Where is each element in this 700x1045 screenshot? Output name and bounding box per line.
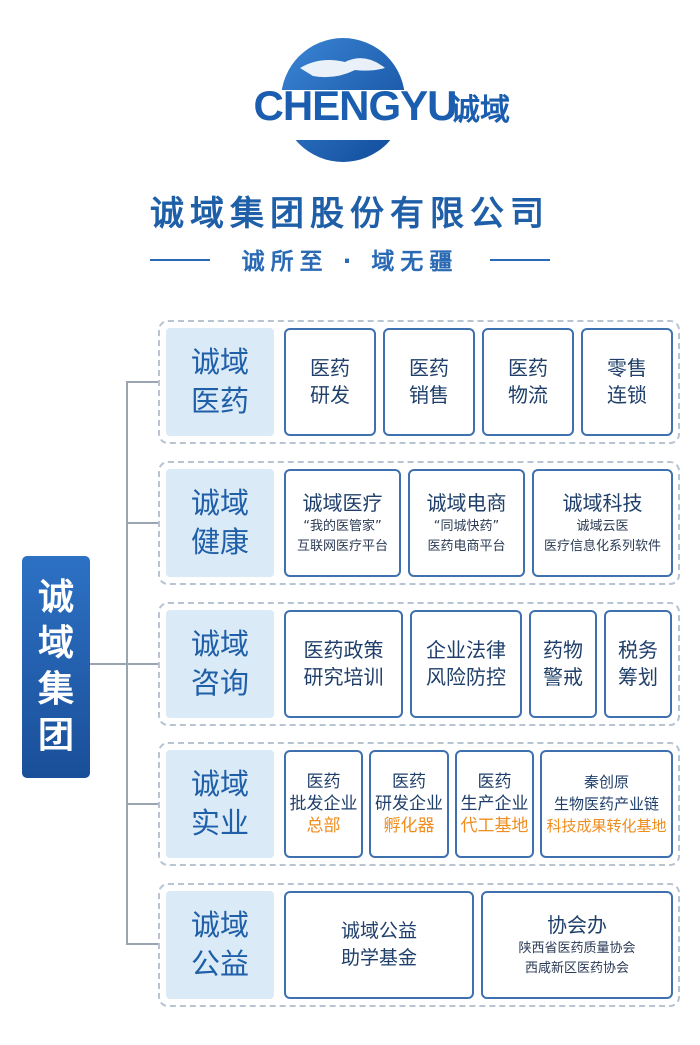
box-highlight: 科技成果转化基地 <box>546 817 667 835</box>
business-box: 医药 研发企业 孵化器 <box>369 750 449 858</box>
logo-chinese-text: 诚域 <box>450 93 510 128</box>
box-line: 风险防控 <box>426 665 506 689</box>
business-box: 税务 筹划 <box>604 610 672 718</box>
section-charity: 诚域 公益 诚域公益 助学基金 协会办 陕西省医药质量协会 西咸新区医药协会 <box>158 883 680 1007</box>
section-label-line: 健康 <box>190 525 249 559</box>
box-line: 企业法律 <box>426 638 506 662</box>
section-label-line: 公益 <box>190 947 249 981</box>
box-line: 医药 <box>310 356 350 380</box>
section-label-line: 诚域 <box>190 908 249 942</box>
section-label: 诚域 健康 <box>166 469 274 577</box>
section-label-line: 实业 <box>190 806 249 840</box>
chengyu-logo: CHENGYU 诚域 <box>195 28 515 168</box>
logo-latin-text: CHENGYU <box>253 82 456 129</box>
box-title: 诚域电商 <box>426 491 507 515</box>
connector-branch <box>126 663 160 665</box>
business-box: 诚域科技 诚域云医 医疗信息化系列软件 <box>532 469 673 577</box>
box-line: 生物医药产业链 <box>553 795 659 813</box>
box-line: 医药 <box>508 356 548 380</box>
section-industry: 诚域 实业 医药 批发企业 总部 医药 研发企业 孵化器 医药 生产企业 代工基… <box>158 742 680 866</box>
section-label-line: 诚域 <box>190 627 249 661</box>
box-line: 医药政策 <box>303 638 384 662</box>
box-title: 诚域科技 <box>562 491 643 515</box>
section-health: 诚域 健康 诚域医疗 “我的医管家” 互联网医疗平台 诚域电商 “同城快药” 医… <box>158 461 680 585</box>
box-line: 陕西省医药质量协会 <box>518 941 636 956</box>
box-title: 诚域医疗 <box>302 491 383 515</box>
box-line: 研发企业 <box>375 794 443 814</box>
box-line: 西咸新区医药协会 <box>524 961 629 976</box>
box-line: 医药 <box>477 772 512 792</box>
business-box: 药物 警戒 <box>529 610 597 718</box>
box-line: 批发企业 <box>289 794 358 814</box>
box-line: 药物 <box>543 638 583 662</box>
group-label-char: 团 <box>37 715 74 756</box>
box-line: 连锁 <box>607 383 647 407</box>
section-label-line: 诚域 <box>190 767 249 801</box>
box-line: 诚域云医 <box>576 519 629 534</box>
box-line: 筹划 <box>618 665 658 689</box>
business-box: 协会办 陕西省医药质量协会 西咸新区医药协会 <box>481 891 673 999</box>
box-highlight: 代工基地 <box>460 816 529 836</box>
section-label-line: 咨询 <box>190 666 249 700</box>
box-line: “我的医管家” <box>303 519 382 534</box>
connector-branch <box>126 803 160 805</box>
connector-branch <box>126 943 160 945</box>
box-line: 诚域公益 <box>340 920 417 942</box>
business-box: 诚域电商 “同城快药” 医药电商平台 <box>408 469 525 577</box>
box-line: 医药电商平台 <box>427 539 506 554</box>
business-box: 医药 销售 <box>383 328 475 436</box>
box-line: 销售 <box>409 383 449 407</box>
slogan-divider-right <box>490 259 550 261</box>
slogan-container: 诚所至 · 域无疆 <box>0 242 700 276</box>
box-line: 助学基金 <box>340 947 417 969</box>
box-highlight: 总部 <box>306 816 341 836</box>
connector-spine <box>126 381 128 944</box>
section-label: 诚域 实业 <box>166 750 274 858</box>
box-line: 研发 <box>310 383 350 407</box>
section-label-line: 医药 <box>190 384 249 418</box>
section-label: 诚域 咨询 <box>166 610 274 718</box>
connector-branch <box>126 522 160 524</box>
business-box: 医药 生产企业 代工基地 <box>455 750 534 858</box>
group-label-char: 集 <box>37 669 74 710</box>
group-label-char: 域 <box>37 623 74 664</box>
box-line: 研究培训 <box>303 665 384 689</box>
slogan-divider-left <box>150 259 210 261</box>
company-name: 诚域集团股份有限公司 <box>150 194 550 234</box>
section-label-line: 诚域 <box>190 345 249 379</box>
box-line: 零售 <box>607 356 647 380</box>
connector-branch <box>126 381 160 383</box>
business-box: 医药 物流 <box>482 328 574 436</box>
box-line: 互联网医疗平台 <box>296 539 388 554</box>
section-label: 诚域 医药 <box>166 328 274 436</box>
box-line: 医疗信息化系列软件 <box>543 539 661 554</box>
box-line: 物流 <box>508 383 548 407</box>
connector-main <box>90 663 128 665</box>
business-box: 诚域公益 助学基金 <box>284 891 474 999</box>
box-title: 协会办 <box>547 913 607 937</box>
section-consulting: 诚域 咨询 医药政策 研究培训 企业法律 风险防控 药物 警戒 税务 筹划 <box>158 602 680 726</box>
box-highlight: 孵化器 <box>383 816 435 836</box>
group-label: 诚 域 集 团 <box>22 556 90 778</box>
business-box: 诚域医疗 “我的医管家” 互联网医疗平台 <box>284 469 401 577</box>
business-box: 医药 研发 <box>284 328 376 436</box>
business-box: 医药政策 研究培训 <box>284 610 403 718</box>
box-line: 警戒 <box>543 665 583 689</box>
business-box: 企业法律 风险防控 <box>410 610 522 718</box>
box-line: 税务 <box>618 638 658 662</box>
box-line: 医药 <box>409 356 449 380</box>
group-label-char: 诚 <box>37 577 74 618</box>
slogan: 诚所至 · 域无疆 <box>241 249 459 275</box>
business-box: 零售 连锁 <box>581 328 673 436</box>
business-box: 秦创原 生物医药产业链 科技成果转化基地 <box>540 750 673 858</box>
business-box: 医药 批发企业 总部 <box>284 750 363 858</box>
box-line: 医药 <box>306 772 341 792</box>
section-label-line: 诚域 <box>190 486 249 520</box>
box-line: 医药 <box>392 772 426 792</box>
box-line: “同城快药” <box>433 519 500 534</box>
section-pharma: 诚域 医药 医药 研发 医药 销售 医药 物流 零售 连锁 <box>158 320 680 444</box>
box-line: 秦创原 <box>583 773 629 791</box>
section-label: 诚域 公益 <box>166 891 274 999</box>
box-line: 生产企业 <box>460 794 529 814</box>
